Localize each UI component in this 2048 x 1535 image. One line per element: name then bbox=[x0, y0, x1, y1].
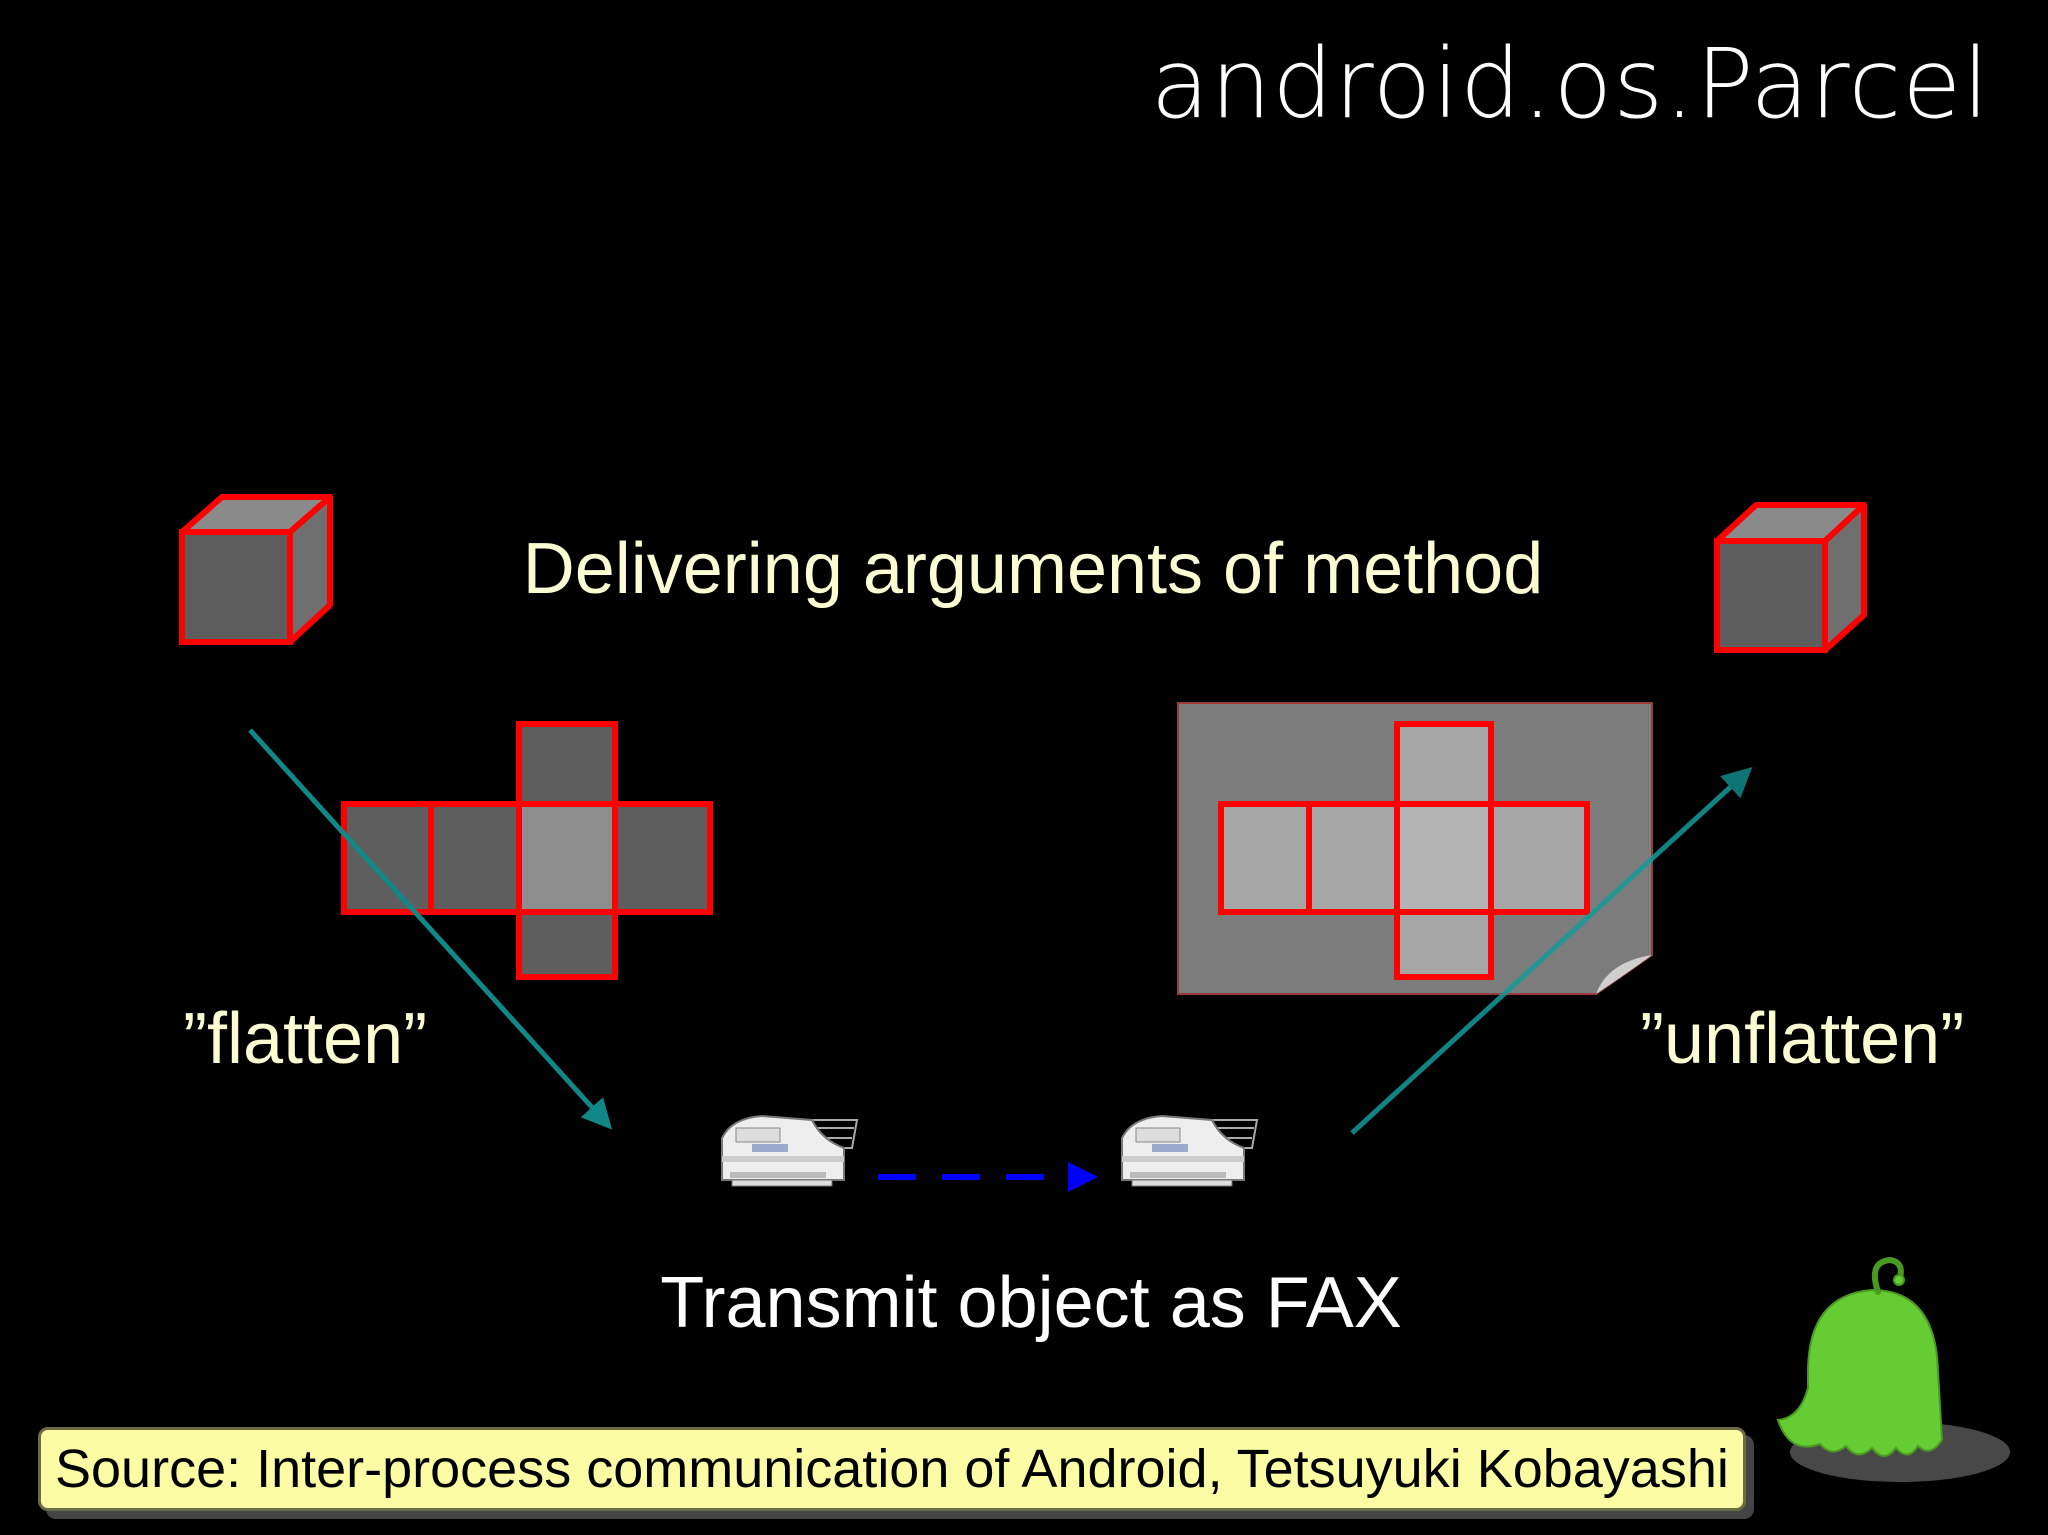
arrow-icon bbox=[248, 728, 613, 1130]
arrow-icon bbox=[1350, 766, 1753, 1135]
flatten-label: ”flatten” bbox=[183, 999, 428, 1079]
cube-icon bbox=[179, 494, 333, 645]
unflatten-label: ”unflatten” bbox=[1640, 999, 1965, 1079]
fax-machine-icon bbox=[1121, 1114, 1259, 1187]
page-title: android.os.Parcel bbox=[1150, 28, 1990, 140]
android-mascot-icon bbox=[1776, 1256, 2010, 1482]
cube-net-flattened bbox=[341, 721, 713, 980]
fax-caption: Transmit object as FAX bbox=[660, 1263, 1402, 1343]
fax-machine-icon bbox=[721, 1114, 859, 1187]
subtitle: Delivering arguments of method bbox=[522, 529, 1544, 609]
source-citation: Source: Inter-process communication of A… bbox=[38, 1427, 1746, 1511]
fax-page-with-net bbox=[1177, 702, 1653, 995]
cube-icon bbox=[1714, 502, 1867, 653]
